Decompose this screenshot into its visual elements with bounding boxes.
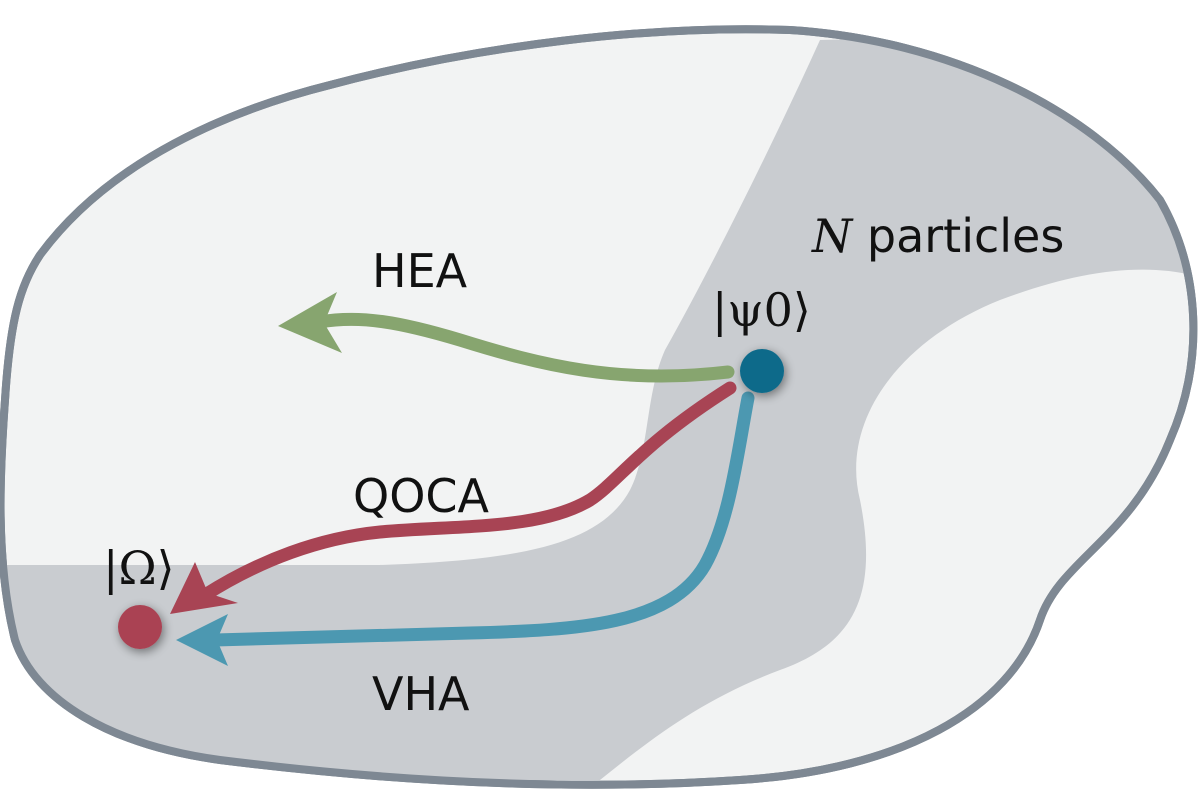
n-symbol: N (811, 209, 854, 263)
n-particles-label: N particles (811, 209, 1064, 263)
n-particle-subspace-band (0, 30, 1194, 780)
qoca-arrow-path (198, 381, 737, 602)
hilbert-space-outline (0, 25, 1198, 789)
qoca-arrowhead (170, 562, 238, 614)
hea-arrowhead (278, 292, 342, 353)
initial-state-dot (740, 349, 784, 393)
vha-arrow-path (208, 391, 755, 647)
hea-label: HEA (372, 244, 468, 298)
vha-arrowhead (176, 614, 228, 666)
initial-state-label: |ψ0⟩ (712, 283, 811, 337)
hea-arrow-path (313, 312, 735, 383)
particles-text: particles (852, 209, 1064, 263)
vha-label: VHA (372, 667, 470, 721)
ground-state-label: |Ω⟩ (103, 541, 175, 595)
qoca-label: QOCA (353, 469, 490, 523)
ground-state-dot (118, 605, 162, 649)
